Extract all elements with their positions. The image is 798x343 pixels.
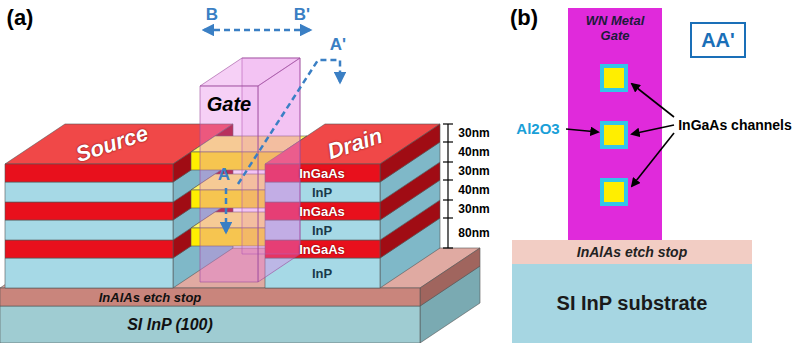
dimension: 80nm: [458, 227, 489, 239]
section-letter: A: [218, 166, 230, 183]
dimension: 40nm: [458, 146, 489, 158]
layer-face: [5, 258, 173, 288]
node-text: WN Metal Gate: [572, 14, 658, 44]
layer-label: InGaAs: [299, 205, 345, 218]
section-arrow: [225, 188, 228, 232]
layer-label: InP: [312, 224, 332, 237]
node-text: AA': [701, 29, 735, 52]
dimension: 30nm: [458, 165, 489, 177]
section-arrow: [204, 29, 310, 32]
node-text: InAlAs etch stop: [577, 244, 687, 260]
section-arrows: [204, 30, 340, 232]
layer-face: [420, 248, 480, 306]
section-letter: A': [330, 36, 346, 53]
node-text: SI InP substrate: [557, 292, 708, 315]
layer-face: [5, 220, 173, 240]
layer-face: [258, 58, 300, 282]
layer-face: [5, 202, 173, 220]
callout-label: InGaAs channels: [678, 118, 792, 132]
layer-label: InGaAs: [299, 243, 345, 256]
layer-face: [5, 182, 173, 202]
section-tag: AA': [690, 22, 746, 58]
layer-label: InGaAs: [299, 167, 345, 180]
layer-face: [380, 124, 440, 182]
substrate-label: SI InP (100): [127, 317, 213, 333]
layer-face: [200, 86, 258, 282]
gate-label: Gate: [207, 94, 251, 114]
layer-label: InP: [312, 186, 332, 199]
dimension: 40nm: [458, 184, 489, 196]
panel-tag: (a): [7, 7, 34, 29]
layer-stack: [0, 58, 480, 343]
section-arrow: [238, 60, 340, 184]
layer-face: [5, 240, 173, 258]
section-letter: B: [206, 6, 218, 23]
layer-label: InAlAs etch stop: [99, 291, 202, 304]
panel-tag: (b): [510, 7, 538, 29]
metal-gate: WN Metal Gate: [568, 8, 662, 240]
layer-label: InP: [312, 267, 332, 280]
etch-stop-layer: InAlAs etch stop: [512, 240, 752, 265]
layer-face: [5, 164, 173, 182]
material-label: Al2O3: [516, 121, 559, 136]
dimension: 30nm: [458, 127, 489, 139]
layer-face: [0, 288, 420, 306]
dimension: 30nm: [458, 203, 489, 215]
substrate-layer: SI InP substrate: [512, 264, 752, 343]
dimension-marks: [443, 124, 453, 248]
section-letter: B': [294, 6, 310, 23]
layer-face: [0, 306, 420, 343]
